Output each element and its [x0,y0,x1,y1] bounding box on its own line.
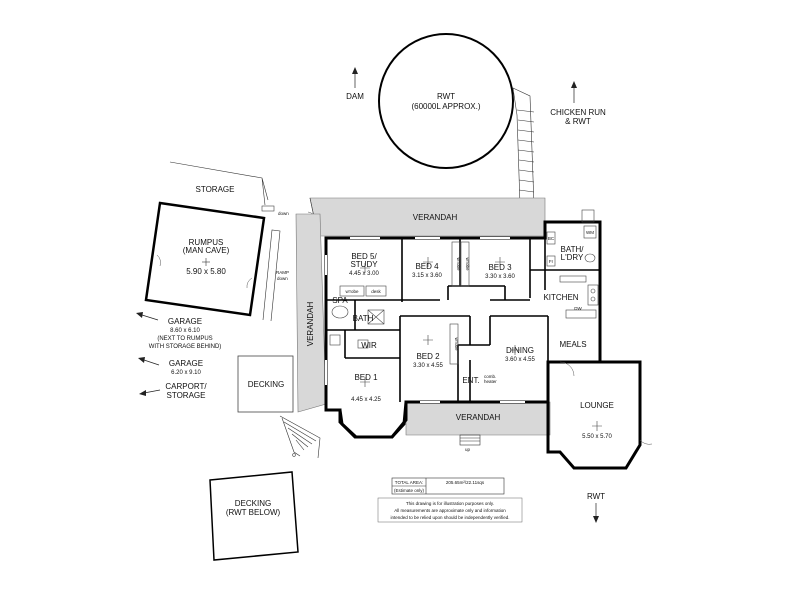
total-area-label: TOTAL AREA: [395,480,423,485]
rumpus-dim: 5.90 x 5.80 [186,267,226,276]
south-steps-up: up [465,447,471,452]
lounge-label: LOUNGE [580,401,614,410]
storage-outline [169,161,269,206]
decking-west-label: DECKING [248,380,284,389]
garage1-arrow [136,312,159,321]
total-area-value: 205.65m²/22.11sqs [446,480,485,485]
storage-label: STORAGE [196,185,235,194]
bed4-dim: 3.15 x 3.60 [412,273,442,279]
dam-arrow [352,67,358,88]
bed4-label: BED 4 [415,262,439,271]
rumpus-name: RUMPUS [189,238,224,247]
laundry-fixtures [546,209,597,267]
verandah-south-label: VERANDAH [456,413,501,422]
ramp-label-line2: down [277,276,288,281]
decking-south [209,471,299,561]
kitchen-label: KITCHEN [543,293,578,302]
dw-label: DW [574,306,582,311]
dining-dim: 3.60 x 4.55 [505,357,535,363]
fr-label: Fr [549,259,554,264]
disclaimer-line3: intended to be relied upon should be ind… [390,515,509,520]
garage1-name: GARAGE [168,317,202,326]
bed1-bay-window [338,401,408,439]
bed2-wrobe-label: w'robe [454,337,459,351]
comb-heater-label-line1: comb. [484,374,496,379]
entry-label: ENT. [462,376,479,385]
storage-down-label: down [278,211,289,216]
southwest-stairs [279,415,321,459]
verandah-west-label: VERANDAH [306,302,315,347]
carport-label-line2: STORAGE [167,391,206,400]
carport-label-line1: CARPORT/ [165,382,207,391]
bed1-dim: 4.45 x 4.25 [351,397,381,403]
bed2-dim: 3.30 x 4.55 [413,363,443,369]
bed3-label: BED 3 [488,263,512,272]
disclaimer-box [377,497,523,523]
rumpus-building [144,201,266,317]
bed4-wrobe-label: w'robe [456,257,461,271]
bath-ldry-label-line2: L'DRY [561,253,584,262]
kitchen-fixtures [559,275,599,319]
spa-label: SPA [332,296,348,305]
rwt-tank-label: RWT [437,92,455,101]
bathroom-fixtures [329,305,385,349]
bed1-label: BED 1 [354,373,378,382]
carport-arrow [139,389,161,396]
ramp [262,229,281,322]
lounge-dim: 5.50 x 5.70 [582,434,612,440]
garage2-arrow [138,357,160,366]
ramp-label-line1: RAMP [276,270,289,275]
decking-south-label-line2: (RWT BELOW) [226,508,281,517]
bc-label: BC [548,236,555,241]
meals-label: MEALS [559,340,586,349]
windows [325,237,525,403]
verandah-north-label: VERANDAH [413,213,458,222]
bed5-label-line2: STUDY [350,260,378,269]
ceiling-fans [360,257,602,431]
disclaimer-line1: This drawing is for illustration purpose… [406,501,494,506]
garage2-dim: 6.20 x 9.10 [171,370,201,376]
garage2-name: GARAGE [169,359,203,368]
garage1-note1: (NEXT TO RUMPUS [157,336,212,342]
bed5-label-line1: BED 5/ [351,252,377,261]
bed3-wrobe-label: w'robe [465,257,470,271]
rwt-south-label: RWT [587,492,605,501]
decking-west [237,355,294,413]
bed5-dim: 4.45 x 3.00 [349,271,379,277]
bath-label: BATH [353,314,374,323]
bed3-dim: 3.30 x 3.60 [485,274,515,280]
total-area-table [391,477,505,495]
lounge-room[interactable] [546,360,642,470]
rumpus-door-swing [156,254,161,267]
wardrobes [339,241,470,365]
total-area-note: (Estimate only) [394,488,425,493]
bed5-wrobe-label: w'robe [345,289,359,294]
comb-heater-label-line2: heater [484,379,497,384]
chicken-run-label-line2: & RWT [565,117,591,126]
storage-door [261,205,275,212]
rwt-tank [378,33,514,169]
rumpus-sub: (MAN CAVE) [183,246,230,255]
tank-path [512,87,535,206]
bed2-label: BED 2 [416,352,440,361]
wm-label: WM [586,230,594,235]
rwt-south-arrow [593,503,599,523]
garage1-dim: 8.60 x 6.10 [170,328,200,334]
bed5-desk-label: desk [371,289,381,294]
chicken-run-label-line1: CHICKEN RUN [550,108,606,117]
rumpus-door-swing-2 [246,277,253,289]
rwt-tank-capacity: (60000L APPROX.) [411,102,480,111]
south-steps [459,434,481,446]
dining-label: DINING [506,346,534,355]
disclaimer-line2: All measurements are approximate only an… [394,508,506,513]
stairs-drain [292,453,296,457]
wir-label: WIR [361,341,377,350]
garage1-note2: WITH STORAGE BEHIND) [149,344,222,350]
bath-ldry-label-line1: BATH/ [561,245,585,254]
decking-south-label-line1: DECKING [235,499,271,508]
dam-label: DAM [346,92,364,101]
chicken-run-arrow [571,81,577,103]
